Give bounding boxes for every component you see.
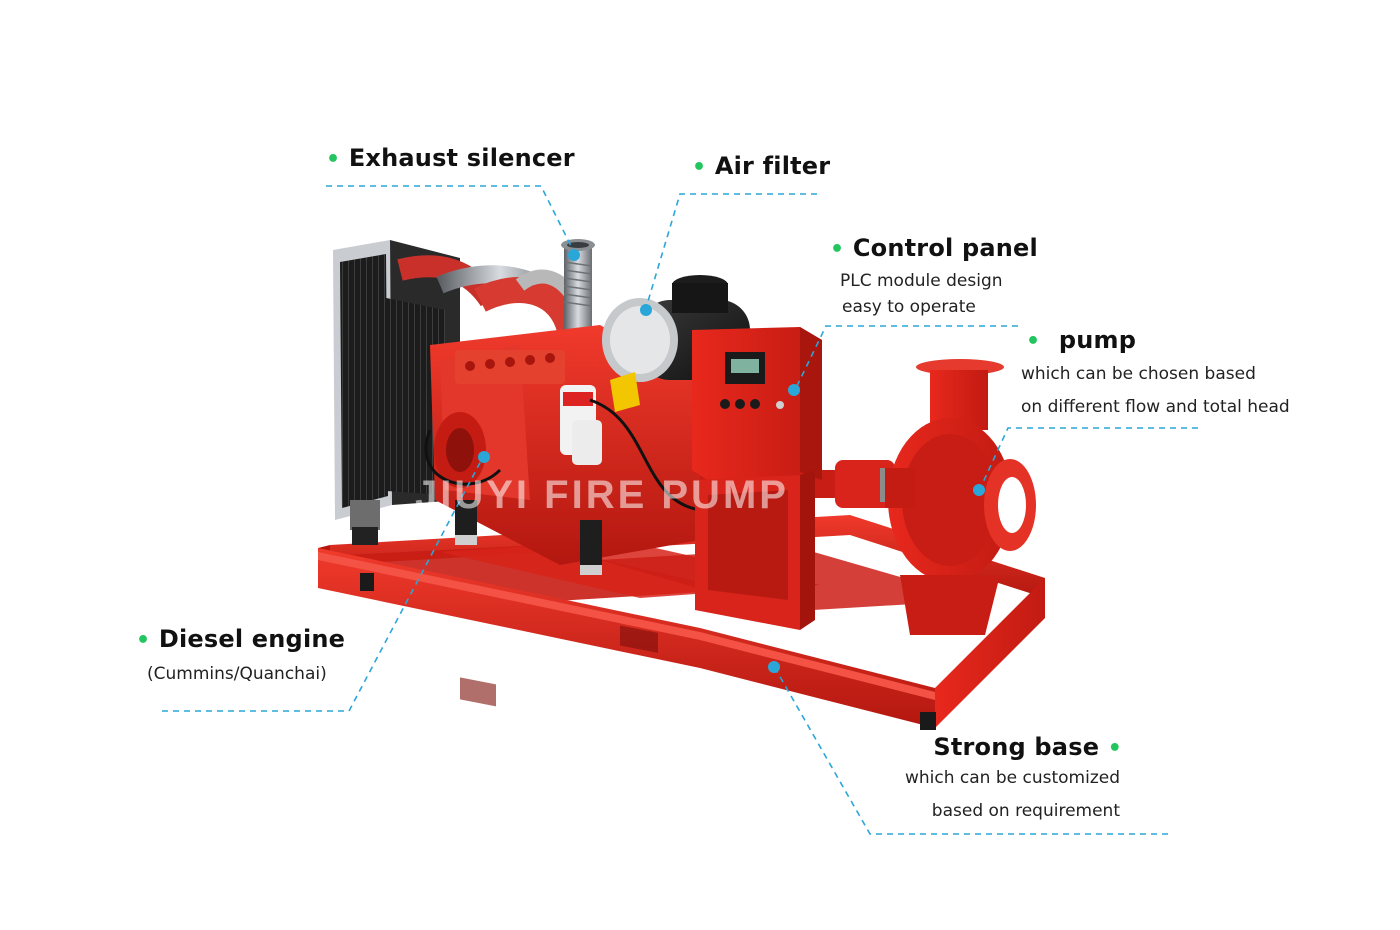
radiator — [333, 240, 460, 545]
pump-line2: on different flow and total head — [1021, 397, 1290, 417]
pump-label: • pump — [1026, 326, 1137, 354]
bullet-icon: • — [1026, 329, 1041, 354]
leader-control-panel — [794, 325, 1018, 391]
control-panel-line2: easy to operate — [842, 297, 976, 317]
leader-pump — [979, 427, 1198, 490]
diesel-engine-line1: (Cummins/Quanchai) — [147, 664, 327, 684]
bullet-icon: • — [136, 628, 151, 653]
pump-line1: which can be chosen based — [1021, 364, 1256, 384]
bullet-icon: • — [830, 237, 845, 262]
strong-base-line1: which can be customized — [904, 768, 1120, 788]
centrifugal-pump — [885, 359, 1036, 635]
exhaust-silencer-label: • Exhaust silencer — [326, 144, 575, 172]
exhaust-silencer — [561, 239, 595, 333]
dot-pump — [973, 484, 985, 496]
strong-base-label: Strong base • — [933, 733, 1122, 761]
leader-base — [774, 667, 1168, 835]
strong-base-line2: based on requirement — [931, 801, 1120, 821]
bullet-icon: • — [1107, 736, 1122, 761]
watermark: JIUYI FIRE PUMP — [415, 473, 789, 517]
dot-base — [768, 661, 780, 673]
callout-dots — [478, 249, 985, 673]
leader-engine — [162, 456, 484, 712]
bullet-icon: • — [692, 155, 707, 180]
dot-engine — [478, 451, 490, 463]
leader-exhaust — [326, 185, 575, 253]
dot-exhaust — [568, 249, 580, 261]
air-filter-label: • Air filter — [692, 152, 831, 180]
control-panel-cabinet — [692, 327, 822, 630]
leader-lines — [162, 185, 1198, 835]
leader-air-filter — [645, 193, 817, 309]
dot-control-panel — [788, 384, 800, 396]
control-panel-label: • Control panel — [830, 234, 1038, 262]
dot-air-filter — [640, 304, 652, 316]
bullet-icon: • — [326, 147, 341, 172]
diesel-engine-label: • Diesel engine — [136, 625, 346, 653]
control-panel-line1: PLC module design — [840, 271, 1003, 291]
